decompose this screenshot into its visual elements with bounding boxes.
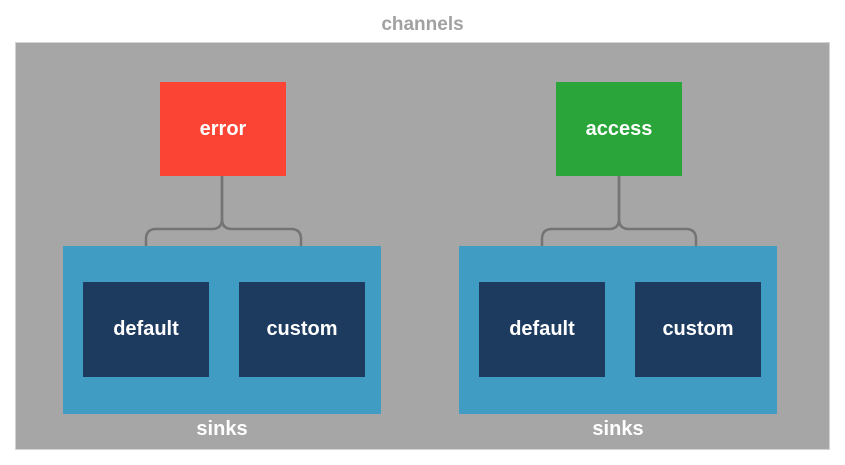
sink-box-access-custom: custom — [635, 282, 761, 377]
channel-box-access: access — [556, 82, 682, 176]
sinks-label-error: sinks — [196, 418, 248, 440]
sinks-container-access: default custom — [459, 246, 777, 414]
sink-box-access-default: default — [479, 282, 605, 377]
sinks-label-access: sinks — [592, 418, 644, 440]
sinks-container-error: default custom — [63, 246, 381, 414]
diagram-title: channels — [381, 14, 464, 35]
channels-container: error access default custom sinks defaul… — [15, 42, 830, 450]
channel-box-error: error — [160, 82, 286, 176]
sink-box-error-custom: custom — [239, 282, 365, 377]
sink-box-error-default: default — [83, 282, 209, 377]
